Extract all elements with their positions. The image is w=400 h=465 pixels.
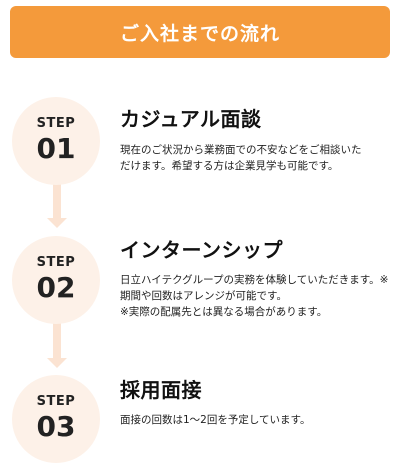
down-arrow-icon (47, 218, 67, 228)
step-description-2: 日立ハイテクグループの実務を体験していただきます。※ 期間や回数はアレンジが可能… (120, 274, 389, 318)
step-badge-1: STEP 01 (12, 97, 100, 185)
step-label: STEP (36, 255, 76, 271)
down-arrow-icon (47, 358, 67, 368)
step-description-3: 面接の回数は1〜2回を予定しています。 (120, 414, 311, 426)
page-title: ご入社までの流れ (119, 22, 280, 45)
step-badge-3: STEP 03 (12, 375, 100, 463)
connector-line-1 (53, 178, 61, 222)
step-label: STEP (36, 116, 76, 132)
step-description-1: 現在のご状況から業務面での不安などをご相談いた だけます。希望する方は企業見学も… (120, 144, 362, 172)
step-title-2: インターンシップ (120, 238, 283, 262)
step-title-1: カジュアル面談 (120, 107, 262, 131)
step-number: 01 (36, 132, 76, 166)
step-number: 02 (36, 271, 76, 305)
step-title-3: 採用面接 (120, 378, 202, 402)
connector-line-2 (53, 318, 61, 362)
step-label: STEP (36, 394, 76, 410)
header-banner: ご入社までの流れ (10, 6, 390, 58)
step-badge-2: STEP 02 (12, 236, 100, 324)
step-number: 03 (36, 410, 76, 444)
